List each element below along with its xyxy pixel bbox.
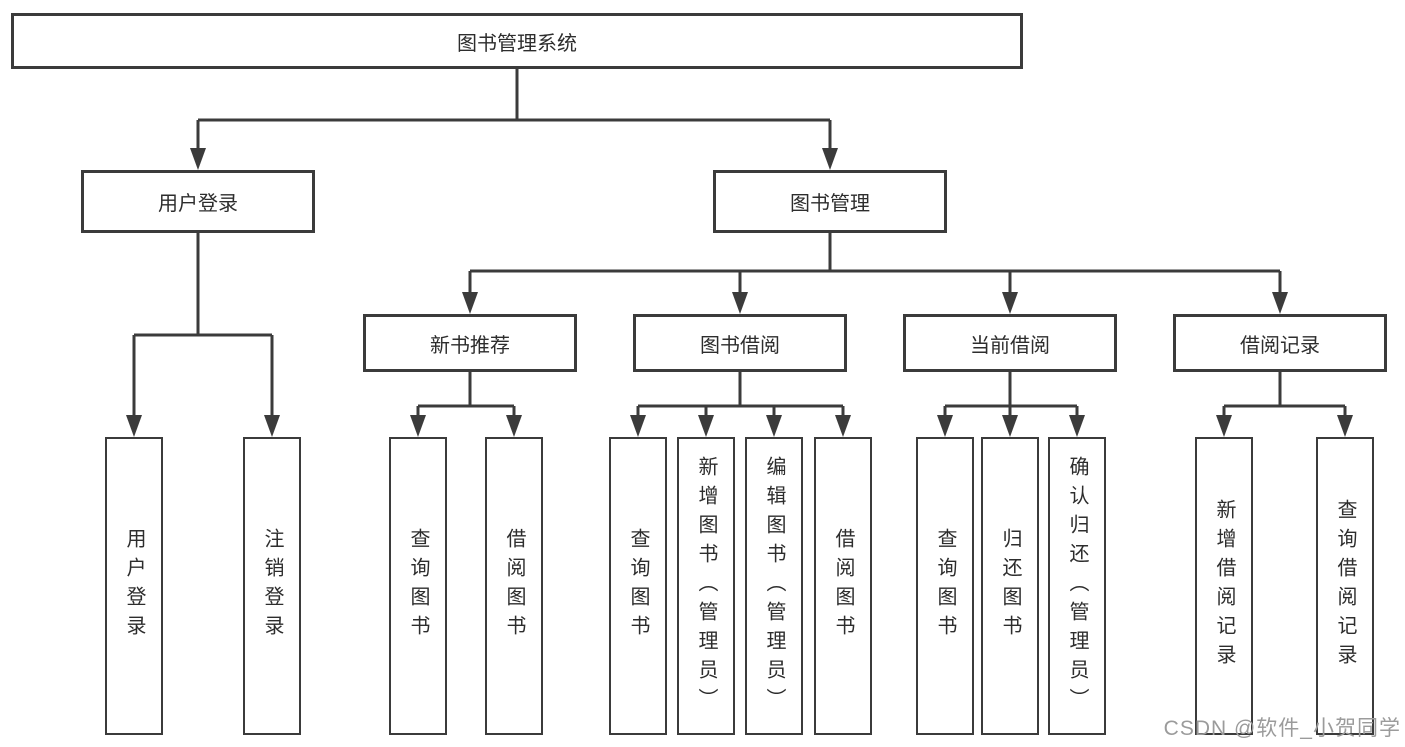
arrowhead	[835, 415, 851, 437]
node-label: 查询图书	[407, 528, 429, 644]
node-label: 查询图书	[627, 528, 649, 644]
node-leaf-add-books-admin: 新增图书（管理员）	[677, 437, 735, 735]
arrowhead	[264, 415, 280, 437]
arrowhead	[937, 415, 953, 437]
node-leaf-query-books-current: 查询图书	[916, 437, 974, 735]
arrowhead	[126, 415, 142, 437]
arrowhead	[1002, 292, 1018, 314]
arrowhead	[732, 292, 748, 314]
arrowhead	[630, 415, 646, 437]
node-leaf-logout: 注销登录	[243, 437, 301, 735]
node-label: 查询图书	[934, 528, 956, 644]
arrowhead	[1272, 292, 1288, 314]
arrowhead	[1069, 415, 1085, 437]
node-label: 用户登录	[123, 528, 145, 644]
node-label: 新增借阅记录	[1213, 499, 1235, 673]
node-label: 编辑图书（管理员）	[763, 455, 785, 717]
node-label: 图书管理	[790, 193, 870, 215]
node-label: 借阅记录	[1240, 334, 1320, 357]
node-label: 用户登录	[158, 193, 238, 215]
node-leaf-user-login: 用户登录	[105, 437, 163, 735]
node-label: 注销登录	[261, 528, 283, 644]
arrowhead	[698, 415, 714, 437]
node-leaf-query-borrow-record: 查询借阅记录	[1316, 437, 1374, 735]
arrowhead	[190, 148, 206, 170]
arrowhead	[462, 292, 478, 314]
node-label: 借阅图书	[832, 528, 854, 644]
node-label: 图书管理系统	[457, 32, 577, 55]
node-leaf-confirm-return-admin: 确认归还（管理员）	[1048, 437, 1106, 735]
arrowhead	[410, 415, 426, 437]
arrowhead	[1002, 415, 1018, 437]
node-root-system: 图书管理系统	[11, 13, 1023, 69]
node-book-management-module: 图书管理	[713, 170, 947, 233]
node-user-login-module: 用户登录	[81, 170, 315, 233]
node-borrow-records: 借阅记录	[1173, 314, 1387, 372]
node-label: 图书借阅	[700, 334, 780, 357]
node-new-book-recommend: 新书推荐	[363, 314, 577, 372]
node-label: 当前借阅	[970, 334, 1050, 357]
node-leaf-query-books-recommend: 查询图书	[389, 437, 447, 735]
node-label: 确认归还（管理员）	[1066, 455, 1088, 717]
node-label: 新增图书（管理员）	[695, 455, 717, 717]
node-leaf-borrow-books-recommend: 借阅图书	[485, 437, 543, 735]
node-book-borrow: 图书借阅	[633, 314, 847, 372]
node-leaf-query-books-borrow: 查询图书	[609, 437, 667, 735]
node-leaf-return-books: 归还图书	[981, 437, 1039, 735]
node-label: 归还图书	[999, 528, 1021, 644]
node-label: 查询借阅记录	[1334, 499, 1356, 673]
connector-path	[132, 68, 1347, 417]
node-label: 借阅图书	[503, 528, 525, 644]
arrowhead	[766, 415, 782, 437]
arrowhead	[506, 415, 522, 437]
arrowhead	[822, 148, 838, 170]
node-leaf-edit-books-admin: 编辑图书（管理员）	[745, 437, 803, 735]
arrowhead	[1337, 415, 1353, 437]
arrowhead	[1216, 415, 1232, 437]
node-leaf-add-borrow-record: 新增借阅记录	[1195, 437, 1253, 735]
node-label: 新书推荐	[430, 334, 510, 357]
node-leaf-borrow-books: 借阅图书	[814, 437, 872, 735]
node-current-borrow: 当前借阅	[903, 314, 1117, 372]
